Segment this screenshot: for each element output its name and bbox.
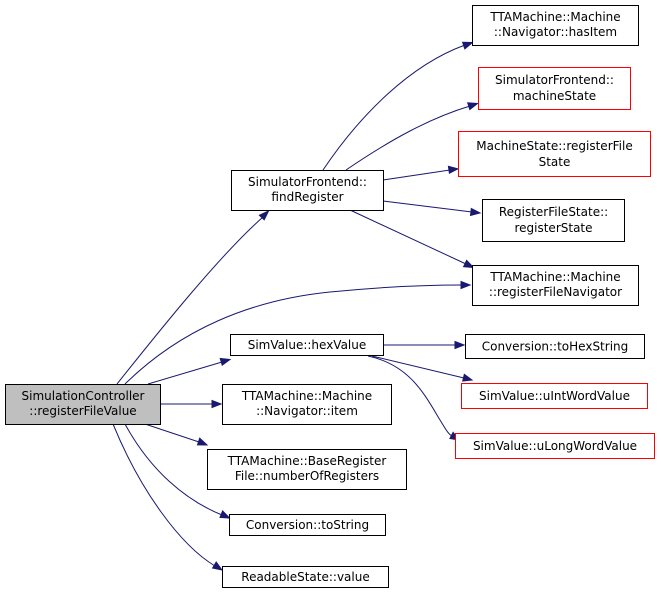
edge-hex-value-to-ulong-word-value <box>367 355 453 437</box>
arrowhead <box>469 207 482 217</box>
arrowhead <box>462 259 475 269</box>
node-label: State <box>539 155 571 169</box>
arrowhead <box>196 437 209 446</box>
node-label: SimulatorFrontend:: <box>495 73 614 87</box>
node-tta-machine-base-register-file-number-of-registers[interactable]: TTAMachine::BaseRegister File::numberOfR… <box>207 449 407 490</box>
arrowhead <box>211 561 224 571</box>
arrowhead <box>219 357 232 367</box>
arrowhead <box>258 209 270 221</box>
node-label: File::numberOfRegisters <box>235 469 379 483</box>
node-label: ::Navigator::hasItem <box>494 25 617 39</box>
node-label: ::Navigator::item <box>256 404 358 418</box>
edge-root-to-hex-value <box>147 361 223 385</box>
node-tta-machine-register-file-navigator[interactable]: TTAMachine::Machine ::registerFileNaviga… <box>472 265 639 306</box>
node-label: SimulatorFrontend:: <box>248 175 367 189</box>
arrowhead <box>219 509 231 519</box>
node-simulator-frontend-find-register[interactable]: SimulatorFrontend:: findRegister <box>231 170 384 211</box>
arrowhead <box>467 102 479 111</box>
node-label: registerState <box>514 221 592 235</box>
node-machine-state-register-file-state[interactable]: MachineState::registerFile State <box>458 131 651 177</box>
node-label: machineState <box>513 89 596 103</box>
node-label: TTAMachine::BaseRegister <box>227 454 387 468</box>
node-label: SimValue::hexValue <box>248 338 367 352</box>
edge-root-to-readable-value <box>112 423 216 567</box>
node-label: TTAMachine::Machine <box>489 10 620 24</box>
node-tta-machine-navigator-has-item[interactable]: TTAMachine::Machine ::Navigator::hasItem <box>472 5 639 46</box>
edge-find-register-to-register-file-navigator <box>349 209 467 265</box>
edge-root-to-to-string <box>124 423 223 516</box>
edge-root-to-number-of-registers <box>144 423 200 443</box>
node-label: Conversion::toString <box>246 518 369 532</box>
arrowhead <box>461 41 474 50</box>
call-edges <box>112 41 482 571</box>
node-label: ReadableState::value <box>241 570 369 584</box>
arrowhead <box>447 165 460 174</box>
node-sim-value-hex-value[interactable]: SimValue::hexValue <box>230 334 384 356</box>
node-label: SimulationController <box>22 389 145 403</box>
node-label: ::registerFileNavigator <box>489 285 622 299</box>
node-label: TTAMachine::Machine <box>489 270 620 284</box>
arrowhead <box>211 399 223 409</box>
arrowhead <box>462 373 474 382</box>
edge-hex-value-to-uint-word-value <box>371 355 465 379</box>
node-label: RegisterFileState:: <box>499 205 608 219</box>
node-sim-value-ulong-word-value[interactable]: SimValue::uLongWordValue <box>455 433 655 459</box>
node-tta-machine-navigator-item[interactable]: TTAMachine::Machine ::Navigator::item <box>222 384 392 425</box>
node-conversion-to-string[interactable]: Conversion::toString <box>229 514 386 536</box>
edge-find-register-to-machine-state <box>345 105 471 171</box>
node-sim-value-uint-word-value[interactable]: SimValue::uIntWordValue <box>461 383 648 409</box>
node-register-file-state-register-state[interactable]: RegisterFileState:: registerState <box>482 199 625 242</box>
node-label: TTAMachine::Machine <box>241 389 372 403</box>
node-conversion-to-hex-string[interactable]: Conversion::toHexString <box>465 334 645 359</box>
edge-root-to-register-file-navigator <box>124 284 463 385</box>
node-label: SimValue::uIntWordValue <box>479 389 630 403</box>
edge-find-register-to-register-state <box>382 200 473 213</box>
node-label: MachineState::registerFile <box>476 139 632 153</box>
edge-find-register-to-register-file-state <box>382 169 451 181</box>
arrowhead <box>460 280 472 290</box>
node-label: Conversion::toHexString <box>482 340 629 354</box>
arrowhead <box>454 340 466 350</box>
node-label: ::registerFileValue <box>29 404 136 418</box>
node-readable-state-value[interactable]: ReadableState::value <box>222 566 389 588</box>
node-simulation-controller-register-file-value[interactable]: SimulationController ::registerFileValue <box>5 384 161 425</box>
node-label: findRegister <box>271 190 343 204</box>
node-simulator-frontend-machine-state[interactable]: SimulatorFrontend:: machineState <box>478 67 631 110</box>
edge-find-register-to-has-item <box>322 44 466 171</box>
edge-root-to-find-register <box>116 216 264 385</box>
node-label: SimValue::uLongWordValue <box>473 439 637 453</box>
